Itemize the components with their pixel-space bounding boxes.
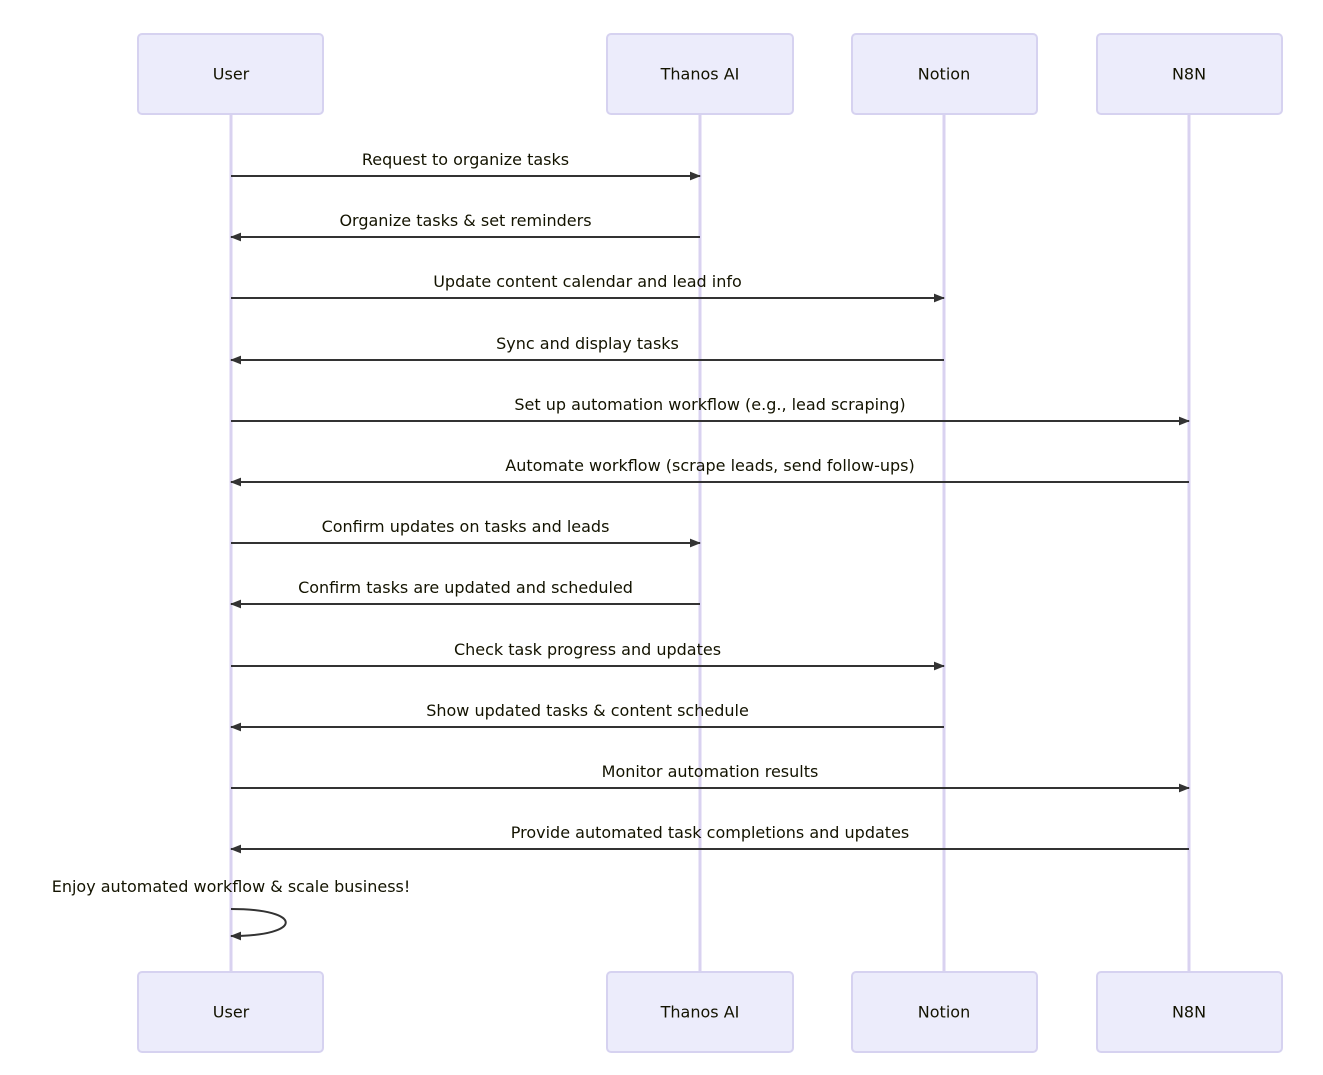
participant-box-thanos-bottom[interactable] <box>606 971 794 1053</box>
message-label-9: Check task progress and updates <box>454 640 721 659</box>
participant-box-notion-bottom[interactable] <box>851 971 1038 1053</box>
message-label-10: Show updated tasks & content schedule <box>426 701 749 720</box>
self-message-loop-arrow <box>230 908 287 941</box>
participant-box-thanos-top[interactable] <box>606 33 794 115</box>
message-label-8: Confirm tasks are updated and scheduled <box>298 578 633 597</box>
participant-box-user-top[interactable] <box>137 33 324 115</box>
self-message-group: Enjoy automated workflow & scale busines… <box>52 877 411 941</box>
participant-box-user-bottom[interactable] <box>137 971 324 1053</box>
participant-label-thanos-bottom: Thanos AI <box>660 1003 740 1022</box>
participant-label-notion-bottom: Notion <box>918 1003 970 1022</box>
message-label-5: Set up automation workflow (e.g., lead s… <box>514 395 905 414</box>
self-message-label: Enjoy automated workflow & scale busines… <box>52 877 411 896</box>
participant-label-n8n-bottom: N8N <box>1172 1003 1206 1022</box>
message-label-11: Monitor automation results <box>602 762 819 781</box>
message-label-7: Confirm updates on tasks and leads <box>322 517 610 536</box>
participant-box-notion-top[interactable] <box>851 33 1038 115</box>
participant-boxes-bottom: User Thanos AI Notion N8N <box>137 971 1283 1053</box>
participant-box-n8n-bottom[interactable] <box>1096 971 1283 1053</box>
message-label-4: Sync and display tasks <box>496 334 679 353</box>
participant-box-n8n-top[interactable] <box>1096 33 1283 115</box>
message-label-3: Update content calendar and lead info <box>433 272 742 291</box>
participant-label-user-top: User <box>213 65 250 84</box>
participant-label-n8n-top: N8N <box>1172 65 1206 84</box>
message-label-12: Provide automated task completions and u… <box>511 823 910 842</box>
participant-label-thanos-top: Thanos AI <box>660 65 740 84</box>
message-label-1: Request to organize tasks <box>362 150 569 169</box>
participant-label-user-bottom: User <box>213 1003 250 1022</box>
participant-boxes-top: User Thanos AI Notion N8N <box>137 33 1283 115</box>
participant-label-notion-top: Notion <box>918 65 970 84</box>
message-label-2: Organize tasks & set reminders <box>339 211 591 230</box>
message-label-6: Automate workflow (scrape leads, send fo… <box>505 456 915 475</box>
